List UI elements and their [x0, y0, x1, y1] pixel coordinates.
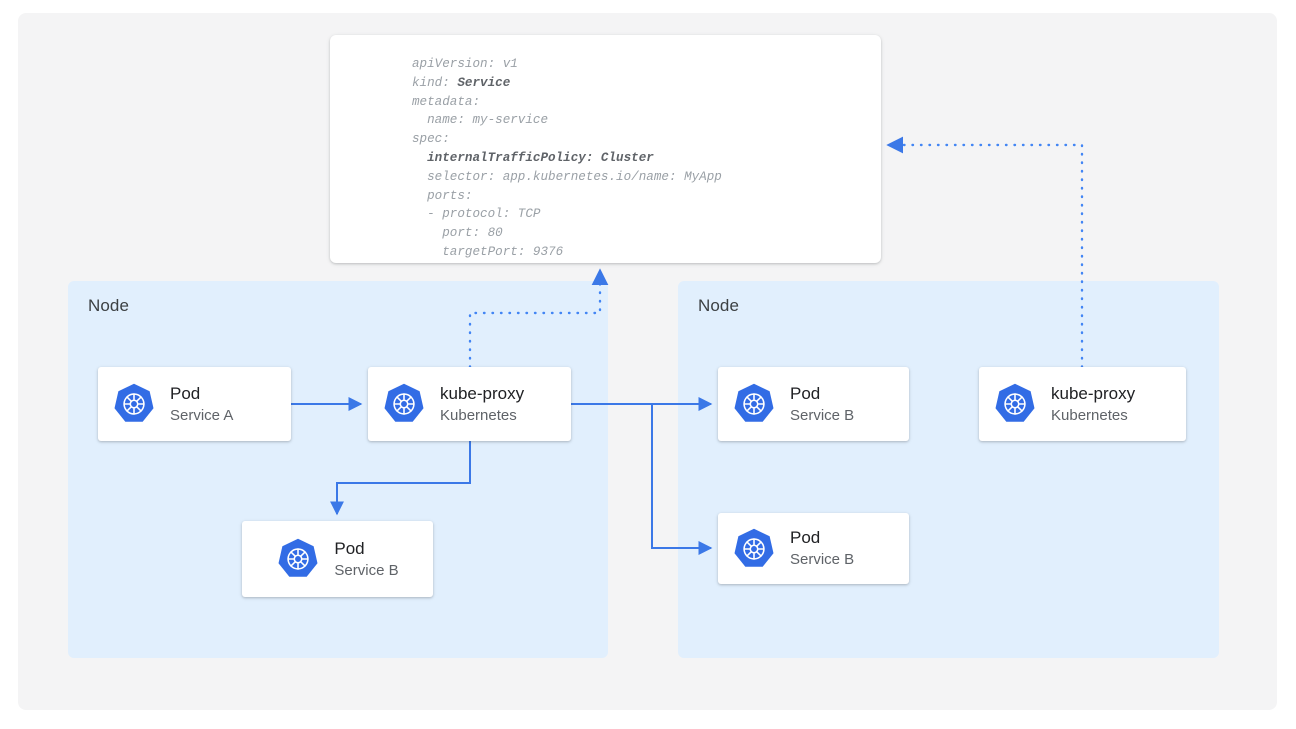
card-title: Pod — [790, 528, 821, 547]
service-manifest-card: apiVersion: v1 kind: Service metadata: n… — [330, 35, 881, 263]
node-group-left: Node — [68, 281, 608, 658]
kubernetes-icon — [734, 528, 774, 567]
card-subtitle: Service A — [170, 406, 234, 424]
node-group-right: Node — [678, 281, 1219, 658]
kubernetes-icon — [734, 383, 774, 422]
card-kube-proxy-left[interactable]: kube-proxy Kubernetes — [368, 367, 571, 441]
card-title: kube-proxy — [1051, 383, 1136, 403]
kubernetes-icon — [995, 383, 1035, 422]
node-right-label: Node — [698, 296, 740, 315]
card-kube-proxy-right-text: kube-proxy Kubernetes — [1051, 383, 1135, 426]
card-subtitle: Kubernetes — [1051, 406, 1128, 424]
card-subtitle: Kubernetes — [440, 406, 517, 424]
card-pod-service-a[interactable]: Pod Service A — [98, 367, 291, 441]
service-manifest-code: apiVersion: v1 kind: Service metadata: n… — [412, 57, 722, 259]
card-title: Pod — [334, 538, 365, 558]
card-pod-service-b-remote-top[interactable]: Pod Service B — [718, 367, 909, 441]
card-pod-service-b-remote-bottom[interactable]: Pod Service B — [718, 513, 909, 584]
kubernetes-icon — [278, 538, 318, 577]
card-pod-service-b-remote-bottom-text: Pod Service B — [790, 527, 854, 570]
card-kube-proxy-left-text: kube-proxy Kubernetes — [440, 383, 524, 426]
card-title: Pod — [170, 383, 201, 403]
card-title: kube-proxy — [440, 383, 525, 403]
card-pod-service-b-local-text: Pod Service B — [334, 538, 398, 581]
card-subtitle: Service B — [790, 406, 855, 424]
kubernetes-icon — [384, 383, 424, 422]
card-title: Pod — [790, 383, 821, 403]
card-subtitle: Service B — [334, 561, 399, 579]
card-subtitle: Service B — [790, 551, 855, 568]
card-pod-service-a-text: Pod Service A — [170, 383, 233, 426]
card-pod-service-b-remote-top-text: Pod Service B — [790, 383, 854, 426]
node-left-label: Node — [88, 296, 130, 315]
kubernetes-icon — [114, 383, 154, 422]
card-kube-proxy-right[interactable]: kube-proxy Kubernetes — [979, 367, 1186, 441]
card-pod-service-b-local[interactable]: Pod Service B — [242, 521, 433, 597]
